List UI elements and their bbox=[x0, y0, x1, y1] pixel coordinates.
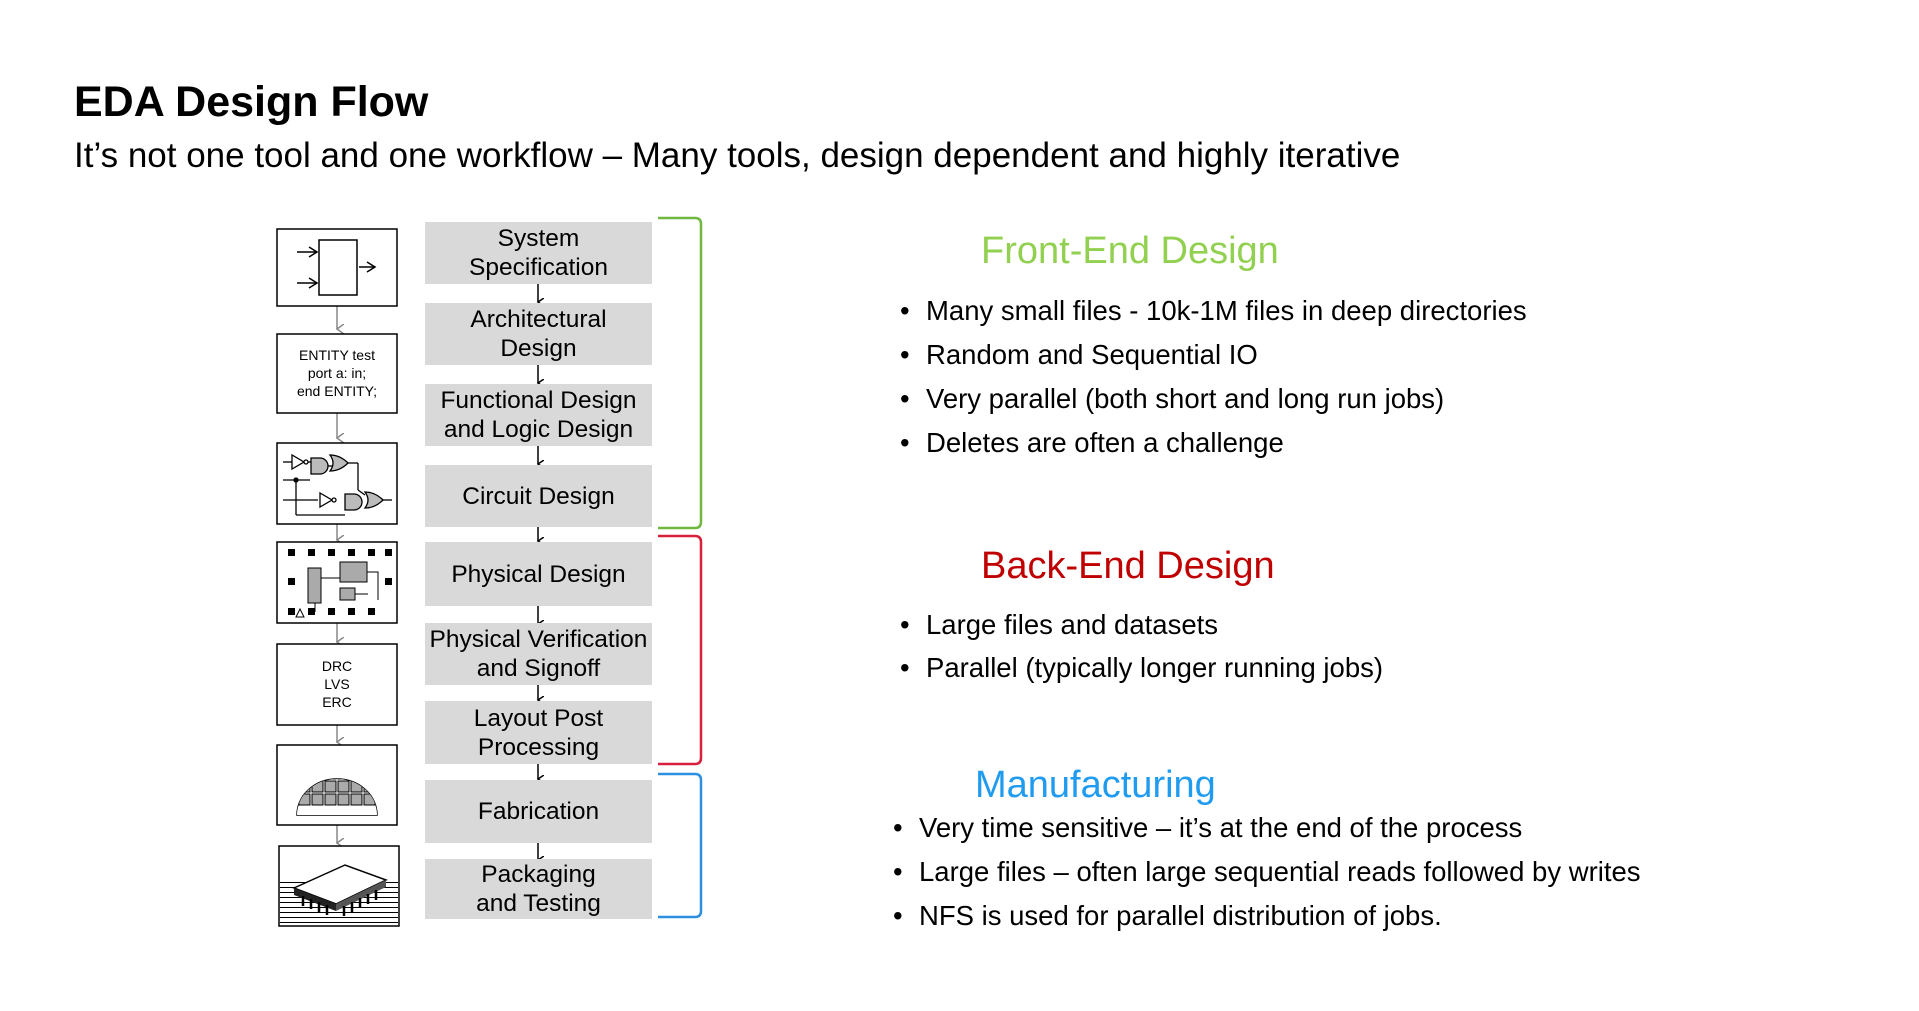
hdl-line-2: port a: in; bbox=[308, 365, 366, 381]
block-diagram-icon bbox=[276, 228, 398, 307]
logic-gates-icon bbox=[276, 442, 398, 525]
page-title: EDA Design Flow bbox=[74, 78, 429, 126]
manufacturing-bracket bbox=[658, 772, 703, 919]
front-end-bullets: Many small files - 10k-1M files in deep … bbox=[896, 294, 1527, 459]
step-fabrication: Fabrication bbox=[425, 780, 652, 843]
verification-icon: DRC LVS ERC bbox=[276, 643, 398, 726]
hdl-line-1: ENTITY test bbox=[299, 347, 375, 363]
back-end-bullet: Parallel (typically longer running jobs) bbox=[896, 651, 1383, 684]
back-end-heading: Back-End Design bbox=[981, 545, 1275, 587]
front-end-bullet: Random and Sequential IO bbox=[896, 338, 1527, 371]
wafer-icon bbox=[276, 744, 398, 826]
step-system-specification: System Specification bbox=[425, 222, 652, 284]
hdl-code-icon: ENTITY test port a: in; end ENTITY; bbox=[276, 333, 398, 414]
front-end-bullet: Very parallel (both short and long run j… bbox=[896, 382, 1527, 415]
step-physical-verification: Physical Verification and Signoff bbox=[425, 623, 652, 685]
manufacturing-heading: Manufacturing bbox=[975, 764, 1216, 806]
step-architectural-design: Architectural Design bbox=[425, 303, 652, 365]
front-end-heading: Front-End Design bbox=[981, 230, 1279, 272]
step-physical-design: Physical Design bbox=[425, 542, 652, 606]
back-end-bullet: Large files and datasets bbox=[896, 608, 1383, 641]
step-layout-post-processing: Layout Post Processing bbox=[425, 701, 652, 764]
erc-label: ERC bbox=[322, 694, 352, 710]
front-end-bracket bbox=[658, 216, 703, 530]
back-end-bracket bbox=[658, 534, 703, 766]
manufacturing-bullets: Very time sensitive – it’s at the end of… bbox=[889, 811, 1641, 932]
manufacturing-bullet: NFS is used for parallel distribution of… bbox=[889, 899, 1641, 932]
step-packaging-testing: Packaging and Testing bbox=[425, 859, 652, 919]
front-end-bullet: Deletes are often a challenge bbox=[896, 426, 1527, 459]
front-end-bullet: Many small files - 10k-1M files in deep … bbox=[896, 294, 1527, 327]
flow-graphics: ENTITY test port a: in; end ENTITY; bbox=[276, 216, 703, 927]
back-end-bullets: Large files and datasets Parallel (typic… bbox=[896, 608, 1383, 684]
manufacturing-bullet: Large files – often large sequential rea… bbox=[889, 855, 1641, 888]
lvs-label: LVS bbox=[324, 676, 349, 692]
layout-icon bbox=[276, 541, 398, 624]
hdl-line-3: end ENTITY; bbox=[297, 383, 377, 399]
design-flow-diagram: ENTITY test port a: in; end ENTITY; bbox=[0, 0, 740, 940]
manufacturing-bullet: Very time sensitive – it’s at the end of… bbox=[889, 811, 1641, 844]
step-functional-logic-design: Functional Design and Logic Design bbox=[425, 384, 652, 446]
drc-label: DRC bbox=[322, 658, 352, 674]
step-circuit-design: Circuit Design bbox=[425, 465, 652, 527]
page-subtitle: It’s not one tool and one workflow – Man… bbox=[74, 136, 1401, 175]
chip-package-icon bbox=[278, 845, 400, 927]
